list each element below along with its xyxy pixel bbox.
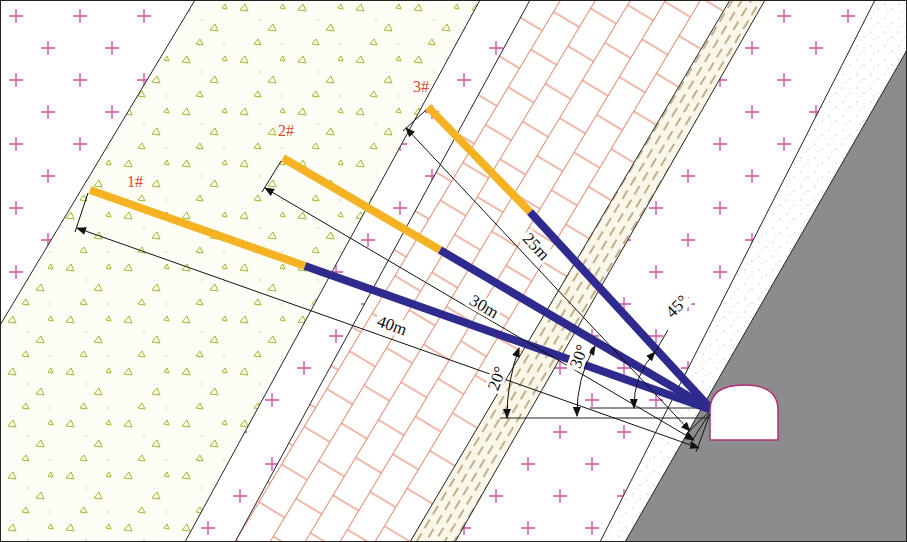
borehole-number: 2#	[278, 123, 294, 139]
borehole-number: 3#	[413, 79, 429, 95]
borehole-number: 1#	[127, 174, 143, 190]
